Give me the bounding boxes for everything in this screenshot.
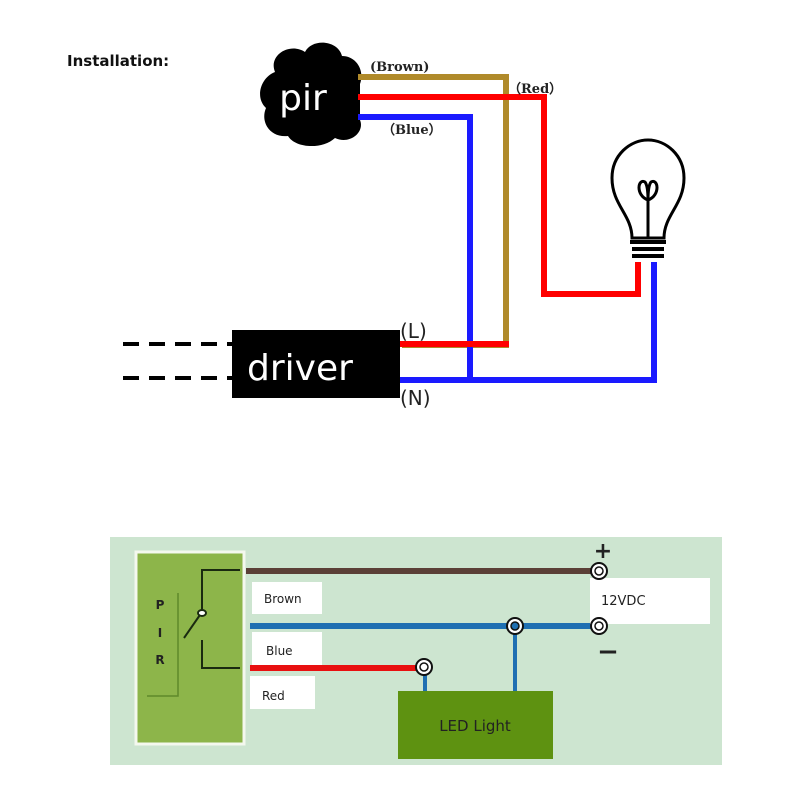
pir-letter-i: I [158,626,162,640]
relay-switch-icon [183,569,240,669]
plus-sign: + [594,539,612,564]
neutral-terminal-label: (N) [400,386,431,410]
junction-blue [506,617,524,635]
terminal-minus [590,617,608,635]
red-wire-tag: Red [262,689,285,703]
red-wire-label: （Red） [508,81,562,97]
pir-label: pir [279,78,327,119]
pir-letter-p: P [156,598,165,612]
pir-sensor: pir [260,42,362,147]
bottom-wiring-diagram: P I R Brown Blue Red 12VDC + − [110,537,722,765]
led-light-box: LED Light [398,691,553,759]
pir-letter-r: R [155,653,164,667]
pir-body [260,42,362,147]
brown-wire-label: (Brown) [370,60,429,75]
blue-wire-label: （Blue） [382,122,442,138]
red-wire [358,94,641,297]
junction-red [415,658,433,676]
page-title: Installation: [67,52,170,70]
terminal-plus [590,562,608,580]
light-bulb-icon [610,138,686,258]
blue-wire [358,114,473,380]
driver-label: driver [247,348,353,389]
pir-module: P I R [134,550,246,746]
live-terminal-label: (L) [400,319,427,343]
top-wiring-diagram: pir (Brown) （Red） （Blue） driver [123,42,686,410]
minus-sign: − [597,637,619,667]
driver-box: driver [232,330,400,398]
led-light-label: LED Light [439,717,511,735]
power-label: 12VDC [601,594,646,609]
brown-wire-tag: Brown [264,592,302,606]
neutral-wire [400,262,657,383]
blue-wire-tag: Blue [266,644,293,658]
